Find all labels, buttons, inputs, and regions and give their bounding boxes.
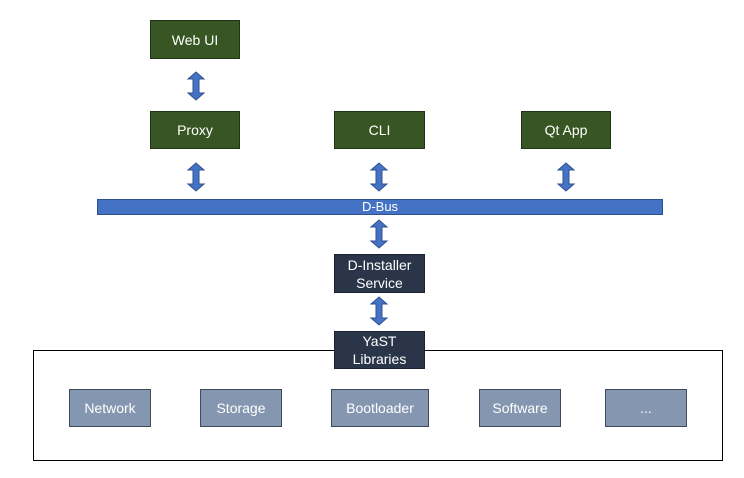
yast-libraries-box: YaST Libraries xyxy=(334,331,425,369)
qt-app-box: Qt App xyxy=(521,111,611,149)
arrow-webui-proxy xyxy=(186,71,206,101)
dbus-label: D-Bus xyxy=(361,199,399,214)
d-installer-service-box: D-Installer Service xyxy=(334,254,425,293)
module-box-storage: Storage xyxy=(200,389,282,427)
double-arrow-icon xyxy=(369,296,389,326)
double-arrow-icon xyxy=(556,162,576,192)
double-arrow-icon xyxy=(186,71,206,101)
cli-label: CLI xyxy=(368,122,391,138)
module-box-software: Software xyxy=(479,389,561,427)
module-label-bootloader: Bootloader xyxy=(346,400,414,416)
dbus-bar: D-Bus xyxy=(97,199,663,215)
module-box-bootloader: Bootloader xyxy=(331,389,429,427)
proxy-box: Proxy xyxy=(150,111,240,149)
proxy-label: Proxy xyxy=(177,122,213,138)
module-label-network: Network xyxy=(84,400,136,416)
qt-app-label: Qt App xyxy=(544,122,588,138)
yast-libraries-label: YaST Libraries xyxy=(352,333,407,367)
double-arrow-icon xyxy=(369,219,389,249)
arrow-proxy-dbus xyxy=(186,162,206,192)
module-label-more: ... xyxy=(640,400,652,416)
arrow-dbus-dinstaller xyxy=(369,219,389,249)
arrow-dinstaller-yast xyxy=(369,296,389,326)
module-label-software: Software xyxy=(492,400,548,416)
web-ui-box: Web UI xyxy=(150,20,240,59)
double-arrow-icon xyxy=(186,162,206,192)
arrow-cli-dbus xyxy=(369,162,389,192)
d-installer-service-label: D-Installer Service xyxy=(347,256,412,291)
double-arrow-icon xyxy=(369,162,389,192)
module-box-more: ... xyxy=(605,389,687,427)
arrow-qtapp-dbus xyxy=(556,162,576,192)
cli-box: CLI xyxy=(334,111,425,149)
module-box-network: Network xyxy=(69,389,151,427)
web-ui-label: Web UI xyxy=(171,31,219,48)
module-label-storage: Storage xyxy=(216,400,266,416)
